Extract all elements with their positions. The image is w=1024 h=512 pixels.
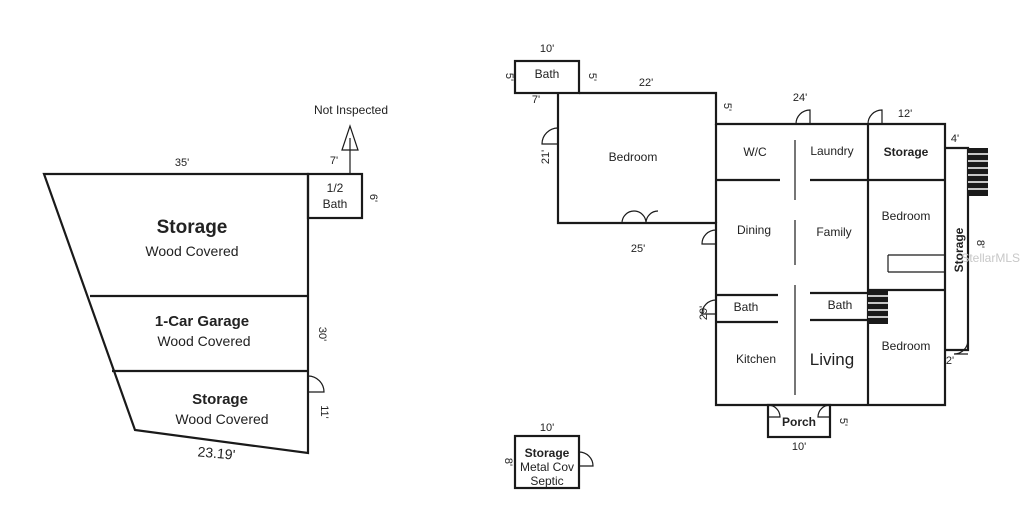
dim-right-low: 11': [318, 405, 330, 419]
room-porch: Porch: [782, 415, 816, 429]
half-bath-line2: Bath: [323, 197, 348, 211]
stairs-icon: [968, 148, 988, 196]
room-dining: Dining: [737, 223, 771, 237]
septic-box: [513, 434, 581, 490]
dim-top-5: 5': [721, 103, 733, 111]
dim-right-4: 4': [951, 133, 959, 145]
dim-bath-top-r: 5': [586, 73, 598, 81]
dim-bath-top-l: 5': [503, 73, 515, 81]
door-swing: [701, 229, 717, 245]
door-swing: [578, 451, 594, 467]
room-bath-top: Bath: [535, 67, 560, 81]
garage-sub: Wood Covered: [157, 333, 250, 349]
dim-top-right: 7': [330, 155, 338, 167]
door-swing: [621, 210, 659, 224]
room-living: Living: [810, 350, 854, 369]
outbuilding-outline: [42, 172, 310, 455]
porch-box: [766, 403, 832, 439]
half-bath-box: [306, 172, 364, 220]
dim-top-24: 24': [793, 92, 807, 104]
dim-bath-top-w: 10': [540, 43, 554, 55]
room-storage-top: Storage: [884, 145, 929, 159]
not-inspected-note: Not Inspected: [314, 103, 388, 117]
septic-line2: Metal Cov: [520, 460, 574, 474]
dim-side-8: 8': [974, 240, 986, 248]
dim-bottom-25: 25': [631, 243, 645, 255]
door-swing: [307, 375, 325, 393]
room-bedroom-right-top: Bedroom: [882, 209, 931, 223]
dim-bath-side: 6': [367, 194, 379, 202]
storage-bottom-sub: Wood Covered: [175, 411, 268, 427]
room-wc: W/C: [743, 145, 767, 159]
door-swing: [817, 404, 831, 418]
door-swing: [953, 339, 969, 355]
room-bedroom-left: Bedroom: [609, 150, 658, 164]
house: Bath Bedroom W/C Laundry Storage Bedroom…: [503, 43, 988, 453]
septic-line3: Septic: [530, 474, 563, 488]
room-kitchen: Kitchen: [736, 352, 776, 366]
half-bath-line1: 1/2: [327, 181, 344, 195]
room-family: Family: [816, 225, 851, 239]
dim-left-21: 21': [540, 150, 552, 164]
room-bath-left: Bath: [734, 300, 759, 314]
dim-porch-10: 10': [792, 441, 806, 453]
door-swing: [541, 127, 559, 145]
storage-top-title: Storage: [157, 217, 228, 238]
dim-top-22: 22': [639, 77, 653, 89]
dim-septic-left: 8': [502, 458, 514, 466]
bath-top-box: [513, 59, 581, 95]
dim-left-29: 29': [698, 306, 710, 320]
septic-storage: 10' 8' Storage Metal Cov Septic: [502, 422, 594, 490]
house-outline: [556, 91, 947, 407]
dim-porch-5: 5': [837, 418, 849, 426]
room-laundry: Laundry: [810, 144, 853, 158]
door-swing: [701, 299, 717, 315]
door-swing: [867, 109, 883, 125]
door-swing: [795, 109, 811, 125]
storage-top-sub: Wood Covered: [145, 243, 238, 259]
arrow-head-icon: [341, 124, 359, 151]
dim-right-mid: 30': [316, 327, 328, 341]
septic-title: Storage: [525, 446, 570, 460]
garage-title: 1-Car Garage: [155, 313, 249, 330]
dim-bath-top-b: 7': [532, 94, 540, 106]
dim-top: 35': [175, 157, 189, 169]
door-swing: [767, 404, 781, 418]
dim-bottom: 23.19': [197, 443, 236, 462]
room-bath-mid: Bath: [828, 298, 853, 312]
side-storage-box: [945, 146, 970, 352]
dim-septic-top: 10': [540, 422, 554, 434]
watermark: StellarMLS: [961, 251, 1020, 265]
outbuilding: Not Inspected 35' 7' 6' 1/2 Bath Storage…: [42, 103, 388, 463]
storage-bottom-title: Storage: [192, 391, 248, 408]
room-bedroom-right-bottom: Bedroom: [882, 339, 931, 353]
room-storage-side: Storage: [952, 227, 966, 272]
stairs-icon: [868, 290, 888, 324]
dim-side-2: 2': [946, 355, 954, 367]
dim-top-12: 12': [898, 108, 912, 120]
